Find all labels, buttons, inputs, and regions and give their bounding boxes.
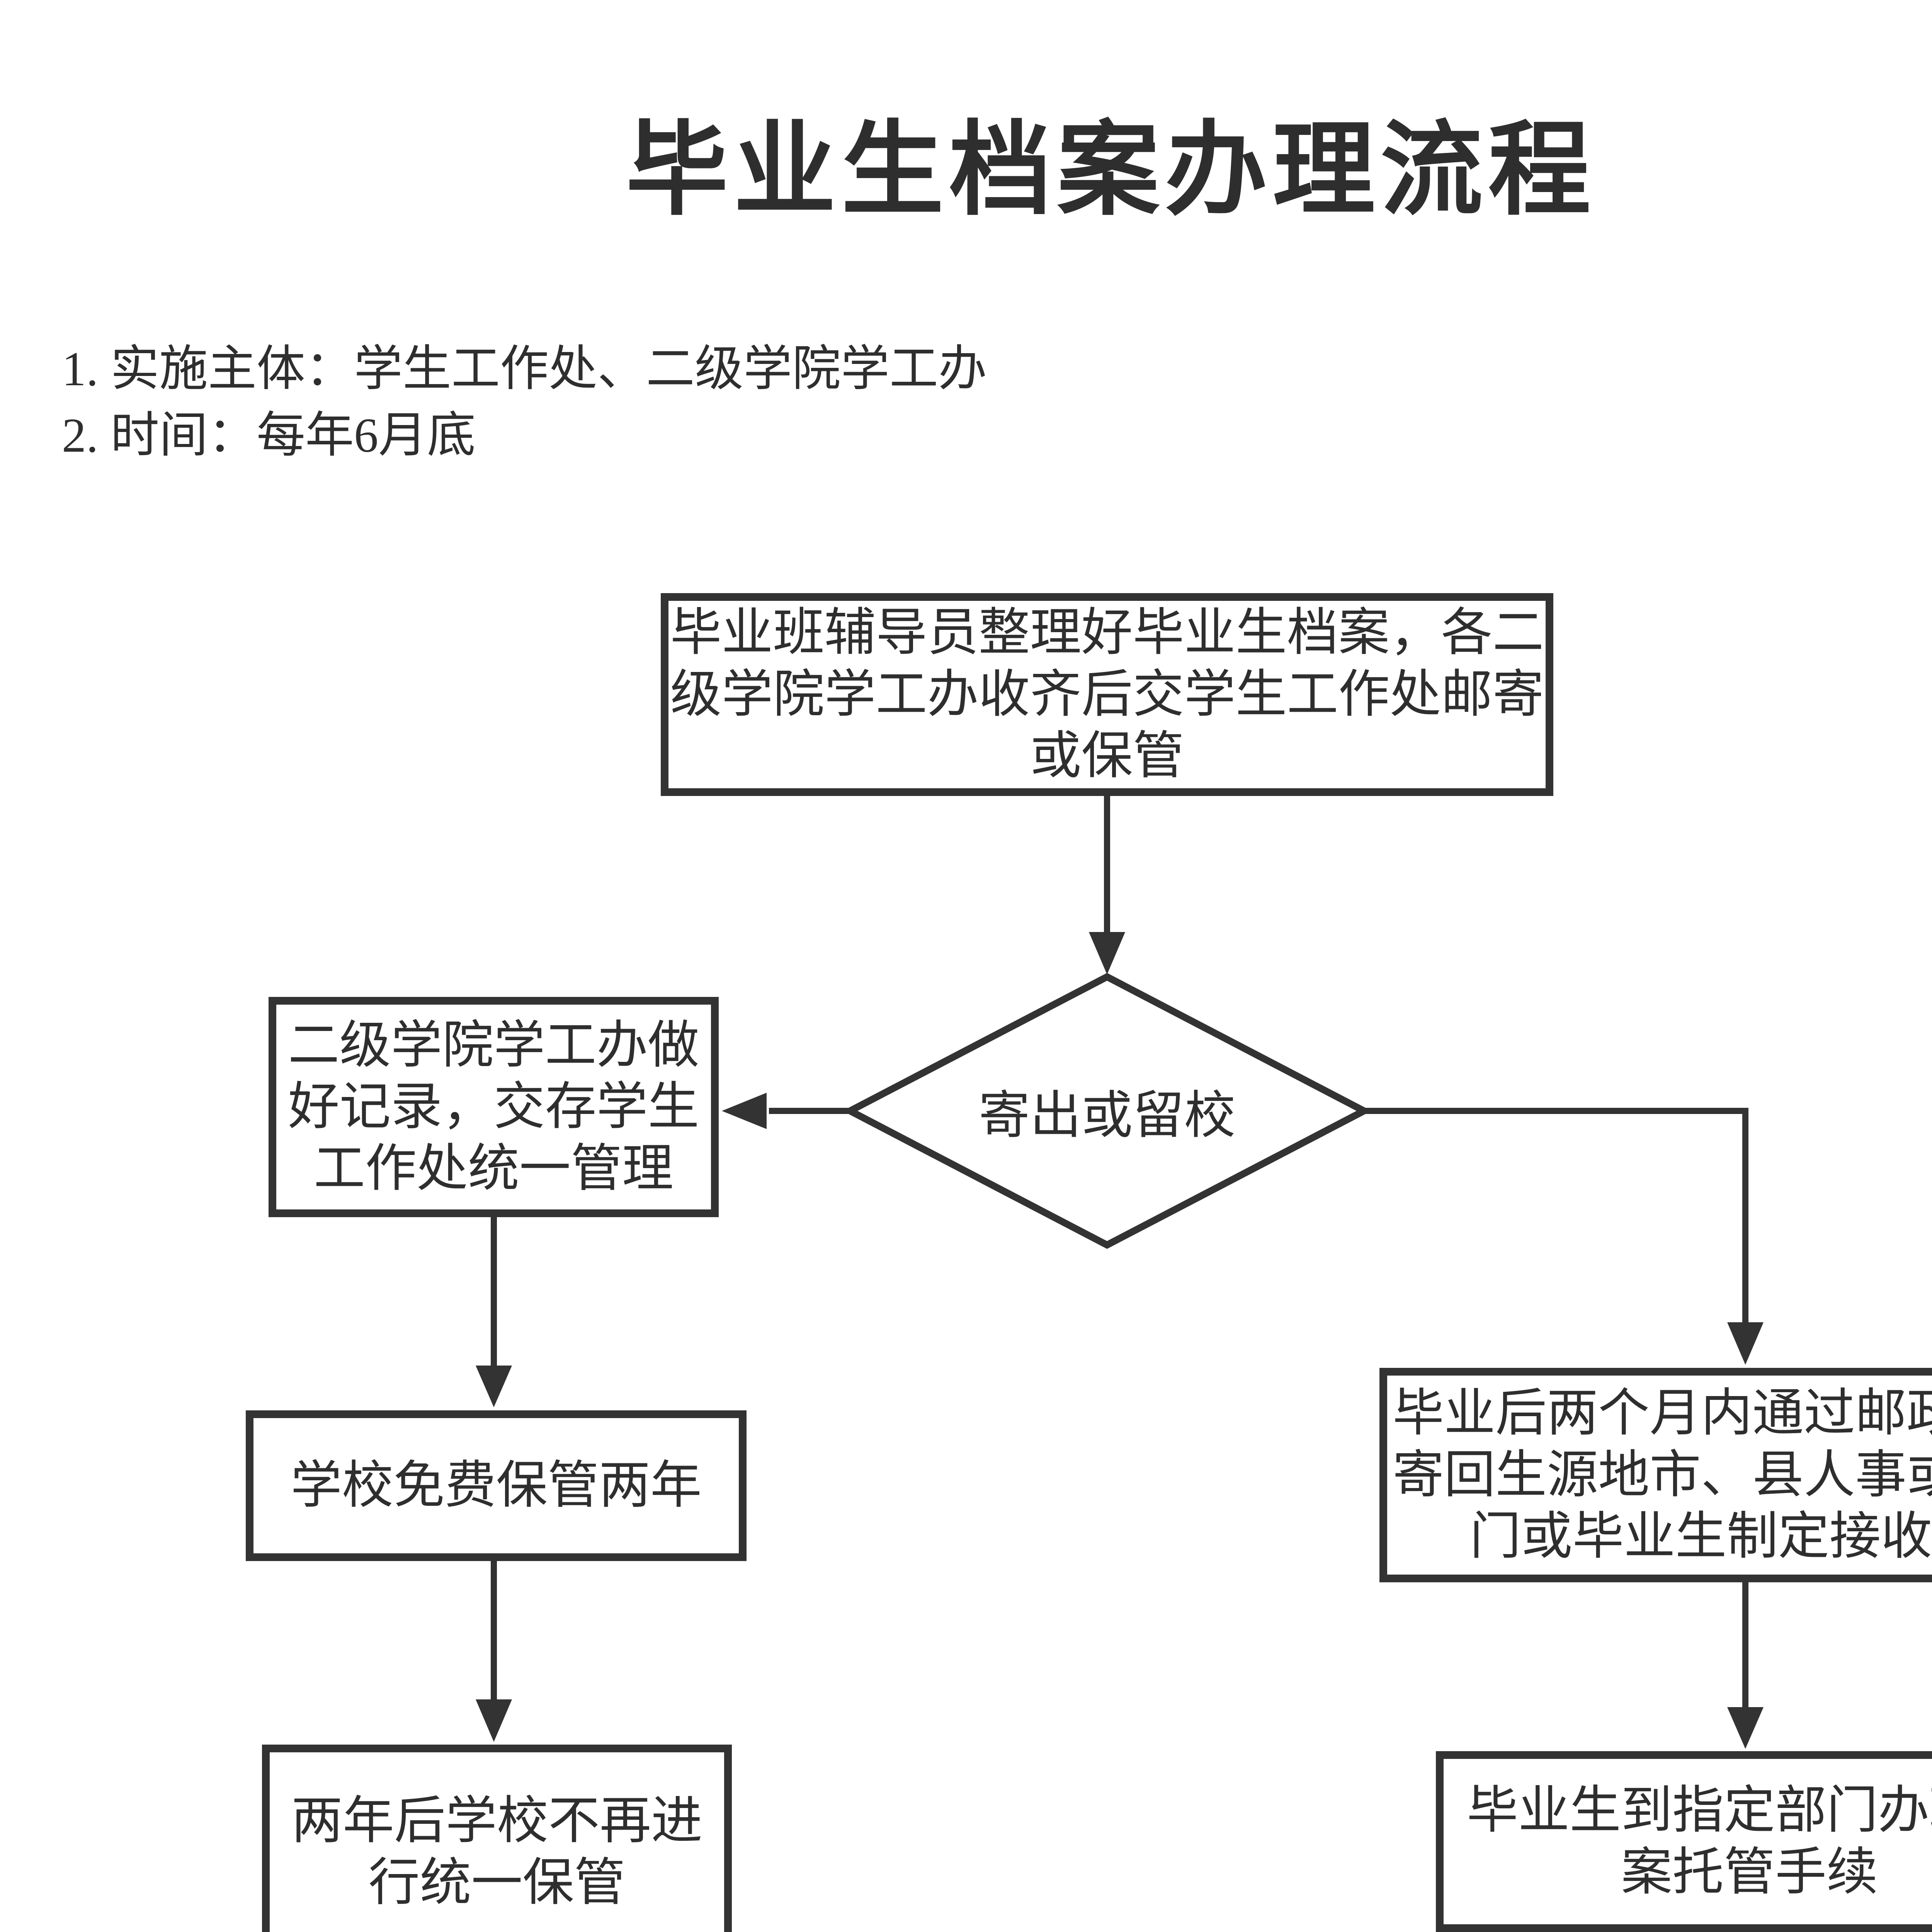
mail-box-text: 毕业后两个月内通过邮政部门邮 寄回生源地市、县人事或社保部 门或毕业生制定接收单… (1393, 1384, 1932, 1565)
arrowhead-down-icon (1089, 932, 1125, 975)
decision-diamond-shape (842, 973, 1372, 1249)
start-box-text: 毕业班辅导员整理好毕业生档案，各二 级学院学工办收齐后交学生工作处邮寄 或保管 (670, 604, 1544, 785)
mail-box: 毕业后两个月内通过邮政部门邮 寄回生源地市、县人事或社保部 门或毕业生制定接收单… (1379, 1368, 1932, 1582)
left-final-box: 两年后学校不再进 行统一保管 (262, 1745, 732, 1932)
arrowhead-down-icon (476, 1366, 512, 1407)
arrow-mail-to-right-final (1727, 1582, 1764, 1749)
page-title: 毕业生档案办理流程 (626, 114, 1596, 228)
arrow-start-to-decision (1089, 796, 1125, 975)
arrowhead-down-icon (476, 1699, 512, 1742)
decision-label: 寄出或留校 (850, 977, 1364, 1245)
left-final-box-text: 两年后学校不再进 行统一保管 (291, 1792, 702, 1911)
arrowhead-down-icon (1727, 1707, 1764, 1749)
note-line-2: 2. 时间：每年6月底 (62, 409, 476, 463)
record-box-text: 二级学院学工办做 好记录，交存学生 工作处统一管理 (288, 1016, 699, 1197)
arrow-storage-to-left-final (476, 1561, 512, 1742)
arrow-decision-to-record (722, 1093, 850, 1129)
arrowhead-left-icon (722, 1093, 767, 1129)
arrowhead-down-icon (1727, 1322, 1764, 1365)
arrow-record-to-storage (476, 1217, 512, 1407)
note-line-1: 1. 实施主体：学生工作处、二级学院学工办 (62, 342, 987, 396)
record-box: 二级学院学工办做 好记录，交存学生 工作处统一管理 (269, 997, 719, 1217)
right-final-box: 毕业生到指定部门办理档 案托管手续 (1436, 1751, 1932, 1932)
storage-box: 学校免费保管两年 (246, 1410, 747, 1561)
storage-box-text: 学校免费保管两年 (291, 1457, 702, 1514)
notes-block: 1. 实施主体：学生工作处、二级学院学工办 2. 时间：每年6月底 (62, 336, 987, 469)
right-final-box-text: 毕业生到指定部门办理档 案托管手续 (1467, 1782, 1932, 1901)
arrow-decision-to-mail (1364, 1108, 1764, 1365)
decision-label-text: 寄出或留校 (978, 1087, 1236, 1144)
start-box: 毕业班辅导员整理好毕业生档案，各二 级学院学工办收齐后交学生工作处邮寄 或保管 (661, 593, 1553, 796)
